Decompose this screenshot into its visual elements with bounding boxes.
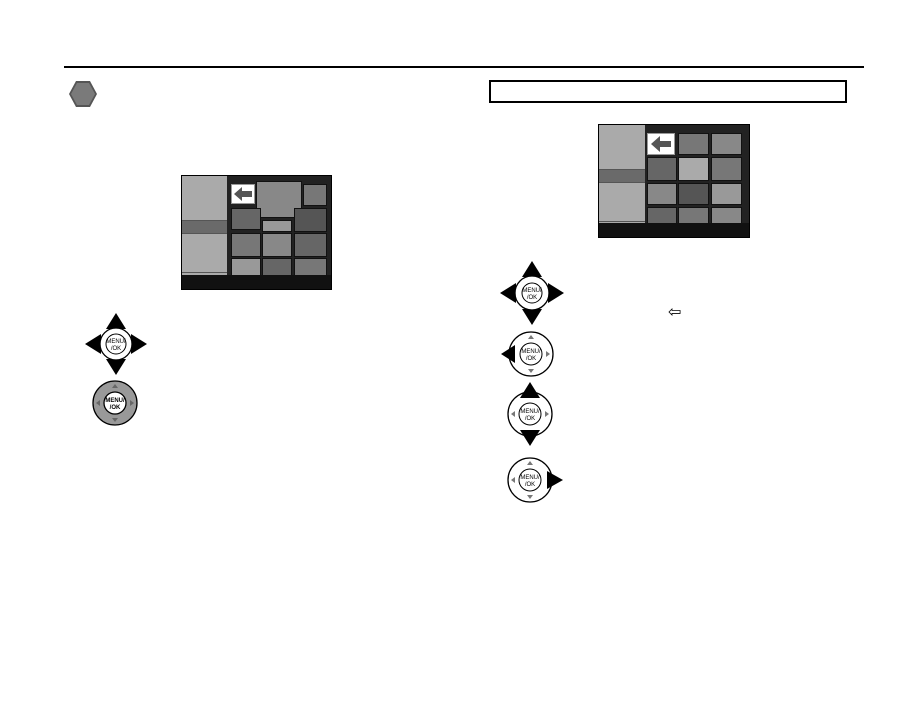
dpad-left-icon: MENU/ /OK xyxy=(501,331,554,377)
menu-ok-label: /OK xyxy=(525,416,535,422)
photo-thumbnail xyxy=(711,133,742,155)
camera-screen-left xyxy=(181,175,332,290)
hexagon-icon xyxy=(69,81,97,107)
photo-thumbnail xyxy=(262,220,292,232)
section-header-box xyxy=(489,80,847,103)
photo-thumbnail xyxy=(231,208,261,230)
menu-ok-label: /OK xyxy=(525,482,535,488)
camera-screen-right xyxy=(598,124,750,238)
menu-ok-label: MENU/ xyxy=(520,475,540,481)
photo-thumbnail xyxy=(711,157,742,181)
left-arrow-icon xyxy=(647,133,675,155)
top-rule xyxy=(64,66,864,68)
menu-ok-label: /OK xyxy=(527,295,537,301)
menu-ok-label: MENU/ xyxy=(106,339,126,345)
dpad-icon: MENU/ /OK xyxy=(500,261,564,325)
photo-thumbnail xyxy=(678,133,709,155)
photo-thumbnail xyxy=(647,183,677,205)
photo-thumbnail xyxy=(231,233,261,257)
menu-ok-label: /OK xyxy=(110,405,121,411)
menu-ok-button-icon: MENU/ /OK xyxy=(92,380,138,426)
photo-thumbnail xyxy=(294,208,327,232)
menu-ok-label: /OK xyxy=(111,346,121,352)
dpad-up-down-icon: MENU/ /OK xyxy=(507,382,553,446)
menu-ok-label: /OK xyxy=(526,356,536,362)
photo-thumbnail xyxy=(294,233,327,257)
photo-thumbnail xyxy=(303,184,327,206)
dpad-right-icon: MENU/ /OK xyxy=(507,457,563,503)
menu-ok-label: MENU/ xyxy=(521,349,541,355)
step-back-glyph: ⇦ xyxy=(668,304,682,321)
photo-thumbnail xyxy=(647,157,677,181)
photo-thumbnail xyxy=(678,157,709,181)
menu-ok-label: MENU/ xyxy=(105,398,125,404)
photo-thumbnail xyxy=(678,183,709,205)
photo-thumbnail xyxy=(711,183,742,205)
menu-ok-label: MENU/ xyxy=(520,409,540,415)
menu-ok-label: MENU/ xyxy=(522,288,542,294)
photo-thumbnail xyxy=(262,233,292,257)
dpad-icon: MENU/ /OK xyxy=(85,313,147,375)
left-arrow-icon xyxy=(231,184,255,204)
